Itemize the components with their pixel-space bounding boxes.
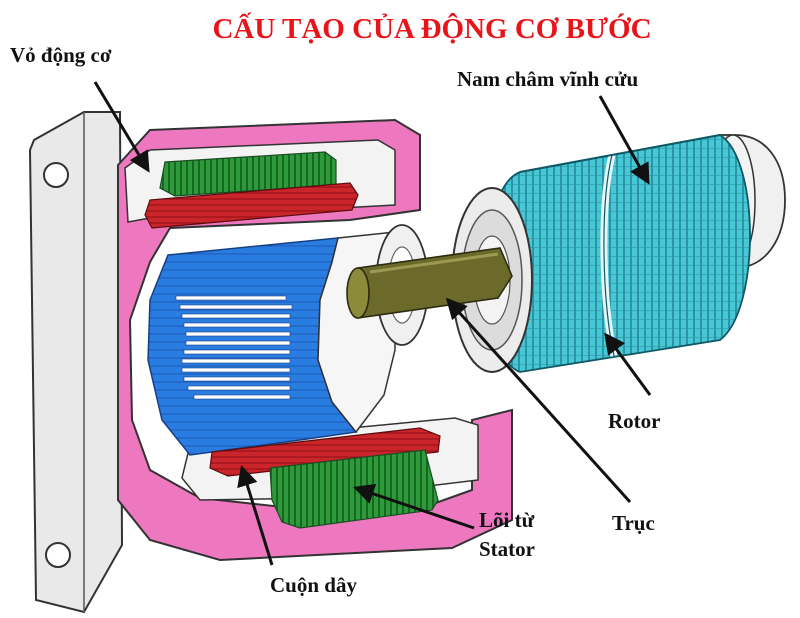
label-rotor: Rotor <box>608 409 660 433</box>
arrow-coil <box>237 464 274 566</box>
arrow-stator <box>353 483 475 530</box>
arrow-rotor <box>604 332 652 396</box>
arrow-shaft <box>445 297 632 504</box>
label-shaft: Trục <box>612 511 655 535</box>
stator-core <box>147 231 396 456</box>
diagram-title: CẤU TẠO CỦA ĐỘNG CƠ BƯỚC <box>212 11 651 45</box>
shaft <box>346 247 513 319</box>
label-magnet: Nam châm vĩnh cửu <box>457 67 639 91</box>
arrow-magnet <box>598 95 650 185</box>
label-housing: Vỏ động cơ <box>10 43 112 67</box>
label-coil: Cuộn dây <box>270 573 357 597</box>
label-core-line1: Lõi từ <box>479 508 535 532</box>
arrow-housing <box>93 81 150 173</box>
label-core-line2: Stator <box>479 537 535 561</box>
top-winding <box>144 151 359 229</box>
